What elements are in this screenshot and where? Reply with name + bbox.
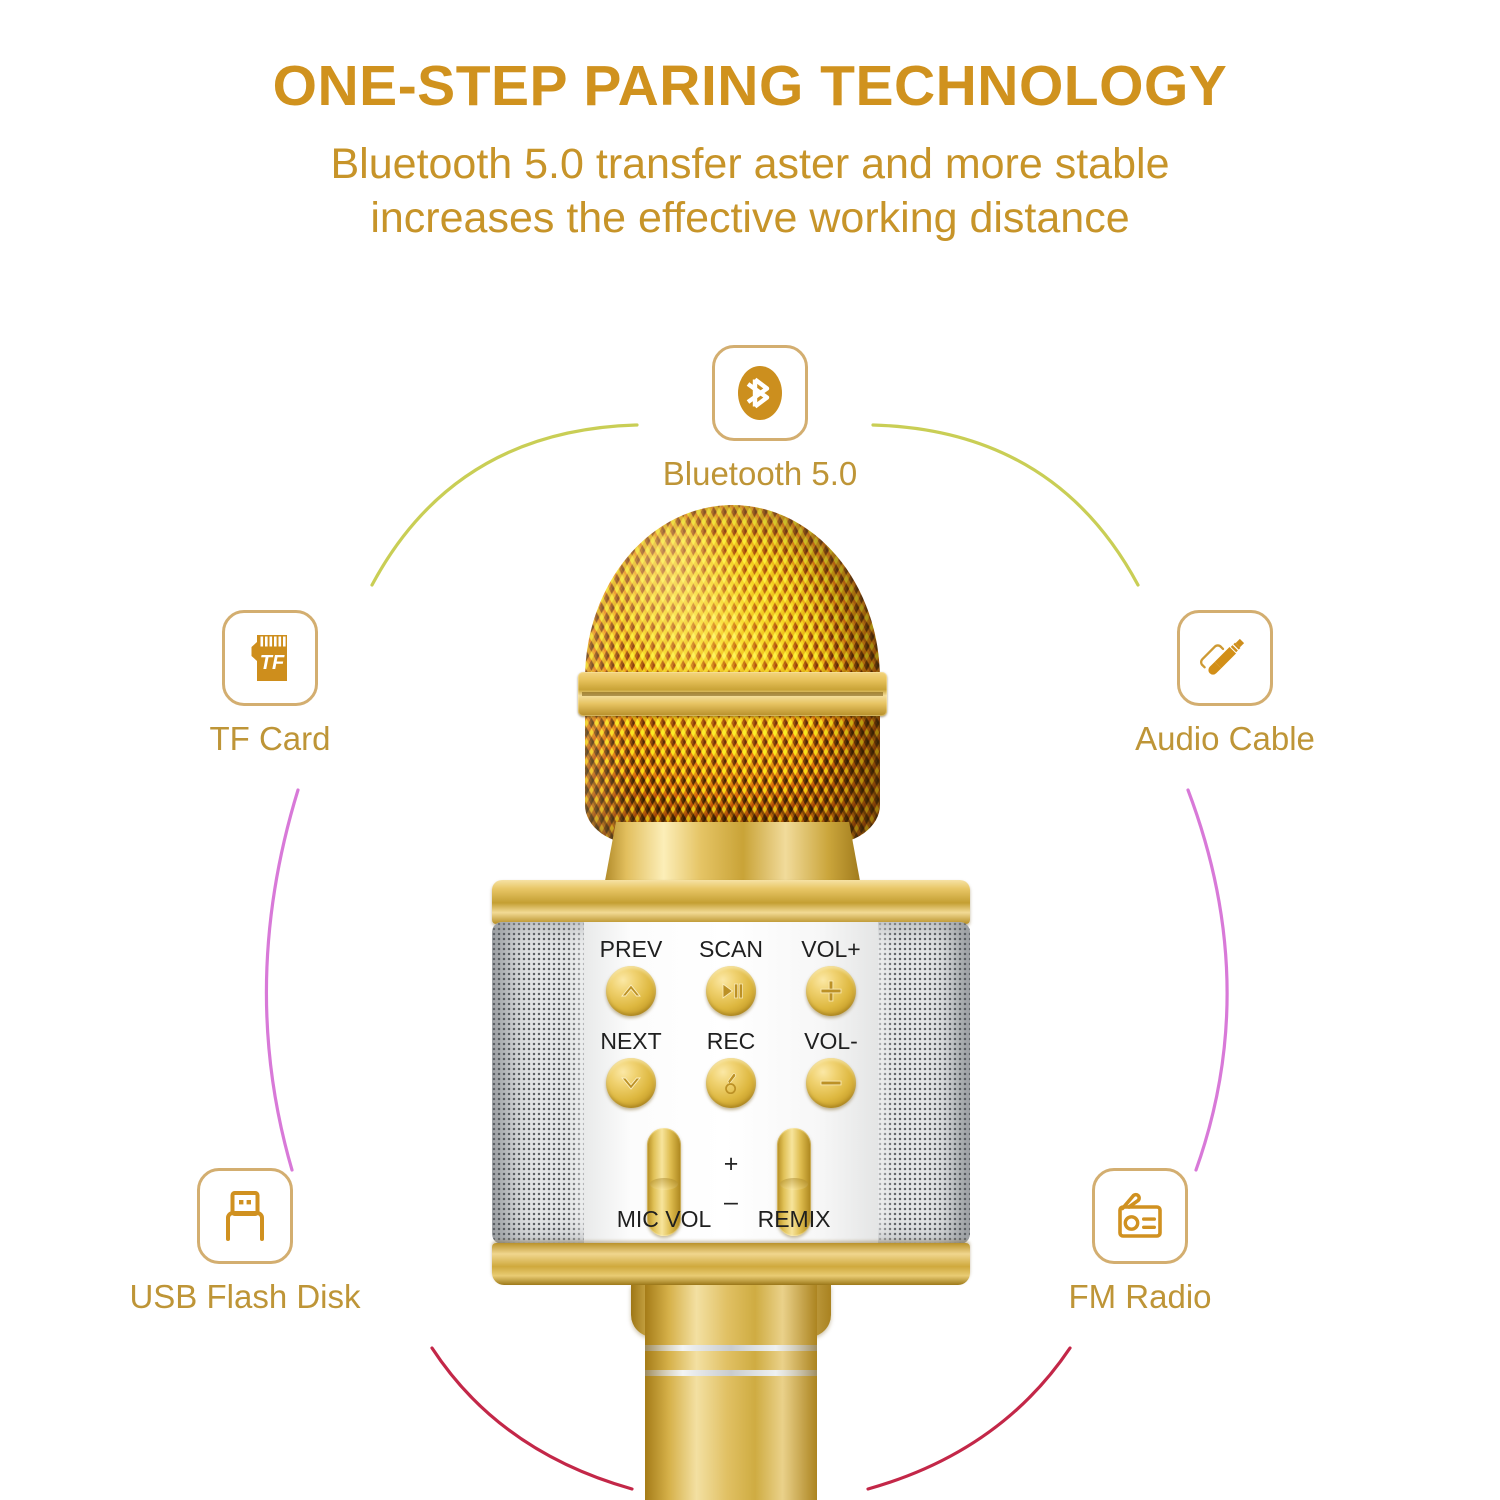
prev-button[interactable] xyxy=(606,966,656,1016)
arc-tfcard-to-usb xyxy=(264,788,300,1172)
label-remix: REMIX xyxy=(757,1206,831,1232)
mic-volume-slider[interactable] xyxy=(647,1128,681,1236)
remix-slider[interactable] xyxy=(777,1128,811,1236)
bluetooth-icon xyxy=(738,366,782,420)
subtitle-line-1: Bluetooth 5.0 transfer aster and more st… xyxy=(330,140,1170,188)
feature-usb-flash-disk[interactable]: USB Flash Disk xyxy=(115,1168,375,1315)
feature-tf-card[interactable]: TF TF Card xyxy=(140,610,400,757)
slider-plus-marker: + xyxy=(723,1150,739,1178)
next-button[interactable] xyxy=(606,1058,656,1108)
record-button[interactable] xyxy=(706,1058,756,1108)
plus-icon xyxy=(820,980,842,1002)
feature-audio-cable[interactable]: Audio Cable xyxy=(1095,610,1355,757)
microphone-handle xyxy=(645,1285,817,1500)
label-scan: SCAN xyxy=(699,936,763,962)
feature-label-bluetooth: Bluetooth 5.0 xyxy=(662,455,858,492)
audio-cable-icon xyxy=(1200,638,1245,675)
feature-label-fm-radio: FM Radio xyxy=(1068,1278,1212,1315)
slider-minus-marker: – xyxy=(724,1188,738,1216)
feature-label-tf-card: TF Card xyxy=(209,720,331,757)
heading-block: ONE-STEP PARING TECHNOLOGY Bluetooth 5.0… xyxy=(0,58,1500,245)
subtitle-line-2: increases the effective working distance xyxy=(370,194,1130,243)
handle-ring-lower xyxy=(645,1370,817,1376)
audio-cable-icon-box xyxy=(1177,610,1273,706)
feature-label-audio-cable: Audio Cable xyxy=(1135,720,1315,757)
play-pause-icon xyxy=(722,983,743,999)
chevron-down-icon xyxy=(621,1077,641,1090)
grille-band-groove xyxy=(582,692,883,696)
feature-fm-radio[interactable]: FM Radio xyxy=(1010,1168,1270,1315)
volume-up-button[interactable] xyxy=(806,966,856,1016)
page-title: ONE-STEP PARING TECHNOLOGY xyxy=(272,54,1228,118)
speaker-grille-left xyxy=(492,922,584,1244)
label-voldown: VOL- xyxy=(804,1028,858,1054)
feature-label-usb-flash-disk: USB Flash Disk xyxy=(129,1278,361,1315)
feature-bluetooth[interactable]: Bluetooth 5.0 xyxy=(630,345,890,492)
volume-down-button[interactable] xyxy=(806,1058,856,1108)
microphone-body: PREV SCAN VOL+ xyxy=(492,880,970,1285)
control-panel: PREV SCAN VOL+ xyxy=(584,922,878,1244)
arc-audio-to-fm xyxy=(1186,788,1229,1172)
speaker-grille-right xyxy=(878,922,970,1244)
label-rec: REC xyxy=(706,1028,756,1054)
scan-button[interactable] xyxy=(706,966,756,1016)
minus-icon xyxy=(820,1080,842,1086)
fm-radio-icon xyxy=(1118,1192,1162,1238)
tf-card-text: TF xyxy=(260,652,285,674)
usb-flash-disk-icon xyxy=(226,1191,264,1241)
tf-card-icon: TF xyxy=(251,635,287,681)
arc-bluetooth-to-audio xyxy=(871,423,1140,587)
bluetooth-icon-box xyxy=(712,345,808,441)
arc-fm-to-bottom xyxy=(866,1346,1072,1491)
chevron-up-icon xyxy=(621,984,641,997)
tf-card-icon-box: TF xyxy=(222,610,318,706)
label-mic-vol: MIC VOL xyxy=(616,1206,712,1232)
usb-flash-disk-icon-box xyxy=(197,1168,293,1264)
label-prev: PREV xyxy=(599,936,663,962)
microphone-icon xyxy=(725,1073,737,1095)
body-top-rim xyxy=(492,880,970,924)
fm-radio-icon-box xyxy=(1092,1168,1188,1264)
handle-ring-upper xyxy=(645,1345,817,1351)
body-bottom-rim xyxy=(492,1243,970,1285)
arc-usb-to-bottom xyxy=(430,1346,634,1491)
label-volup: VOL+ xyxy=(801,936,861,962)
grille-highlight xyxy=(626,528,744,678)
label-next: NEXT xyxy=(600,1028,662,1054)
arc-tfcard-to-bluetooth xyxy=(370,423,639,587)
